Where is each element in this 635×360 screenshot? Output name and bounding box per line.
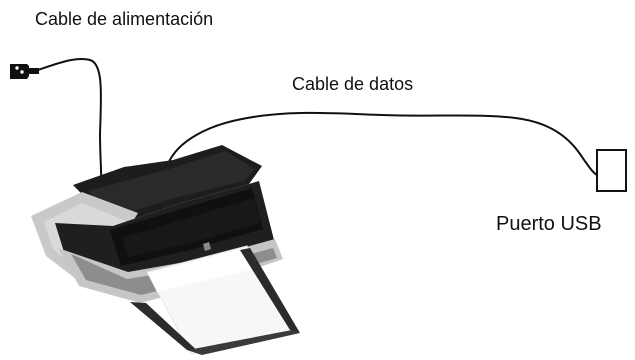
- data-cable-label: Cable de datos: [292, 74, 414, 94]
- power-plug-icon: [10, 64, 39, 79]
- printer-icon: [31, 145, 300, 355]
- data-cable: [167, 111, 598, 176]
- usb-port-icon: [596, 149, 627, 192]
- power-cable-label: Cable de alimentación: [35, 9, 214, 29]
- power-cable: [37, 58, 103, 190]
- usb-port-label: Puerto USB: [496, 213, 602, 235]
